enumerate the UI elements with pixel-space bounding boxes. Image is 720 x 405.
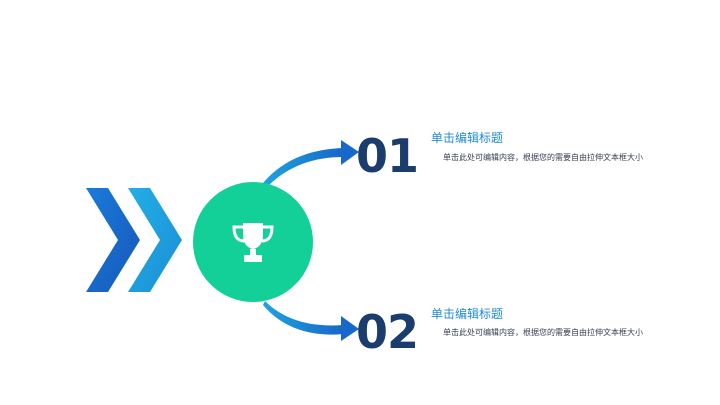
trophy-icon	[232, 223, 274, 262]
arrow-down-shaft	[263, 301, 343, 335]
item-title-2[interactable]: 单击编辑标题	[431, 307, 504, 321]
arrow-down-head	[341, 316, 359, 341]
chevron-front	[128, 188, 182, 292]
arrow-up-shaft	[263, 148, 343, 187]
item-number-1: 01	[356, 129, 419, 183]
item-body-2[interactable]: 单击此处可编辑内容，根据您的需要自由拉伸文本框大小	[443, 328, 643, 337]
item-title-1[interactable]: 单击编辑标题	[431, 131, 504, 145]
curved-arrows	[263, 140, 359, 341]
item-body-1[interactable]: 单击此处可编辑内容，根据您的需要自由拉伸文本框大小	[443, 153, 643, 162]
double-chevron-right-icon	[86, 188, 182, 292]
arrow-up-head	[341, 140, 359, 165]
chevron-back	[86, 188, 140, 292]
item-number-2: 02	[356, 305, 419, 359]
center-circle	[193, 182, 313, 302]
